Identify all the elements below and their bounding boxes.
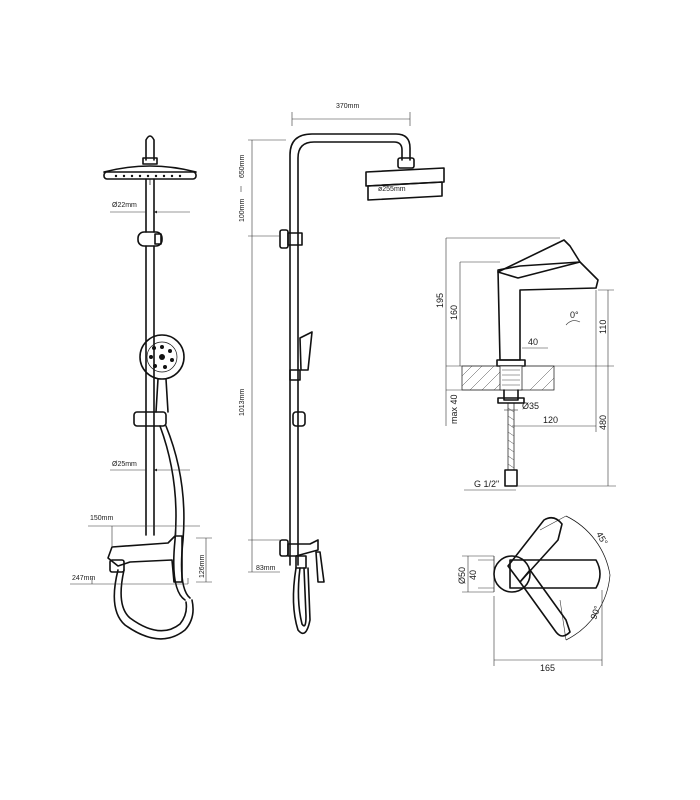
faucet-side-view: 195 160 110 0° 40 max 40 Ø35 120 480 G 1… [435, 237, 616, 491]
dim-arm-width: 370mm [336, 103, 360, 110]
dim-bottom: 83mm [256, 565, 276, 572]
mixer-front [107, 535, 183, 583]
counter-section [461, 365, 555, 391]
shower-front-view: Ø22mm Ø25mm 150mm 247mm 126mm [70, 135, 212, 640]
dim-head-diameter: ø255mm [378, 186, 406, 193]
dim-hose-height: 480 [598, 415, 608, 430]
faucet-top-view: Ø50 40 45° 90° 165 [457, 515, 611, 673]
dim-mixer-total: 247mm [72, 575, 96, 582]
dim-shank: Ø35 [522, 401, 539, 411]
dim-angle-b: 90° [588, 604, 602, 621]
dim-top-b: 100mm [239, 198, 246, 222]
dim-spout-angle: 0° [570, 310, 579, 320]
dim-top-outer: Ø50 [457, 567, 467, 584]
dim-bar-height: 1013mm [239, 389, 246, 416]
hand-shower-front [139, 334, 185, 413]
dim-pipe-bottom: Ø25mm [112, 461, 137, 468]
dim-top-a: 650mm [239, 154, 246, 178]
dim-max-deck: max 40 [449, 394, 459, 424]
dim-angle-a: 45° [594, 530, 610, 547]
dim-top-width: 165 [540, 663, 555, 673]
shower-side-view: ø255mm 370mm 650mm 100mm 1013mm 83mm [239, 103, 445, 635]
dim-faucet-body: 160 [449, 305, 459, 320]
dim-base-width: 40 [528, 337, 538, 347]
dim-mixer-top: 150mm [90, 515, 114, 522]
dim-thread: G 1/2" [474, 479, 499, 489]
rain-shower-head-side: ø255mm [365, 157, 445, 201]
dim-top-inner: 40 [468, 570, 478, 580]
dim-spout-height: 110 [598, 320, 608, 334]
dim-reach: 120 [543, 415, 558, 425]
mixer-side [279, 539, 325, 583]
dim-mixer-height: 126mm [199, 554, 206, 578]
dim-pipe-top: Ø22mm [112, 202, 137, 209]
rain-shower-head-front [103, 165, 197, 185]
dim-faucet-total: 195 [435, 293, 445, 308]
